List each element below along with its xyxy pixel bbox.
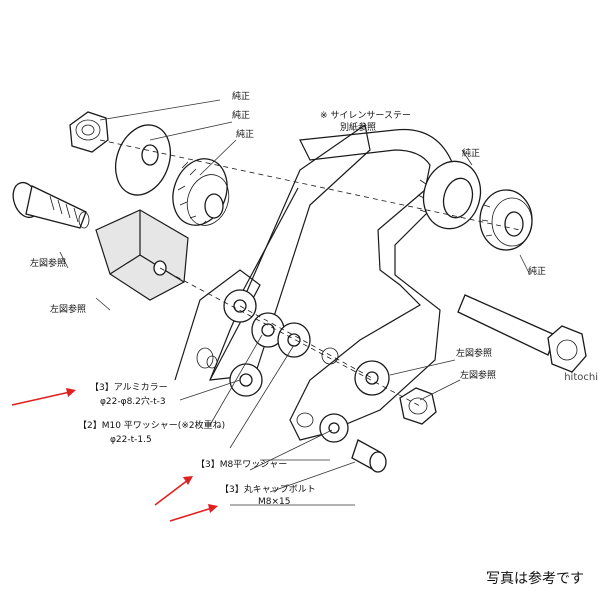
right-long-bolt [457,294,587,373]
cap-bolt [351,439,387,473]
callout-washer10-title: 【2】M10 平ワッシャー(※2枚重ね) [78,419,225,431]
callout-washer10-spec: φ22-t-1.5 [110,435,152,445]
red-arrow-3 [169,504,218,522]
label-junsei-5: 純正 [528,265,546,277]
splined-collar [172,158,230,226]
silencer-stay-ref: 別紙参照 [340,121,376,133]
red-arrow-1 [11,388,76,406]
callout-bolt-spec: M8×15 [258,497,290,507]
large-washer [114,124,172,196]
label-junsei-3: 純正 [236,128,254,140]
label-left-ref-3: 左図参照 [456,347,492,359]
callout-bolt-title: 【3】丸キャップボルト [220,483,316,495]
callout-collar-title: 【3】アルミカラー [90,382,168,393]
silencer-stay [289,128,482,441]
watermark: hitochi [564,372,598,383]
m8-washer [319,413,349,443]
red-arrow-2 [154,476,193,506]
m10-washer-b [277,322,311,358]
label-left-ref-4: 左図参照 [460,369,496,381]
callout-collar-spec: φ22-φ8.2穴-t-3 [100,395,166,407]
label-left-ref-2: 左図参照 [50,303,86,315]
silencer-stay-note: ※ サイレンサーステー [320,110,411,121]
label-junsei-4: 純正 [462,147,480,159]
washer-left-lower [229,363,263,397]
label-junsei-2: 純正 [232,109,250,121]
spacer-block [95,209,189,301]
right-nut [399,387,437,425]
label-junsei-1: 純正 [232,90,250,102]
label-left-ref-1: 左図参照 [30,257,66,269]
callout-washer8: 【3】M8平ワッシャー [196,459,287,470]
reference-caption: 写真は参考です [486,571,584,587]
left-long-bolt [12,181,90,229]
washer-right-lower [354,360,390,396]
right-collar [479,189,533,251]
top-nut [69,111,109,153]
main-bracket [174,123,371,381]
